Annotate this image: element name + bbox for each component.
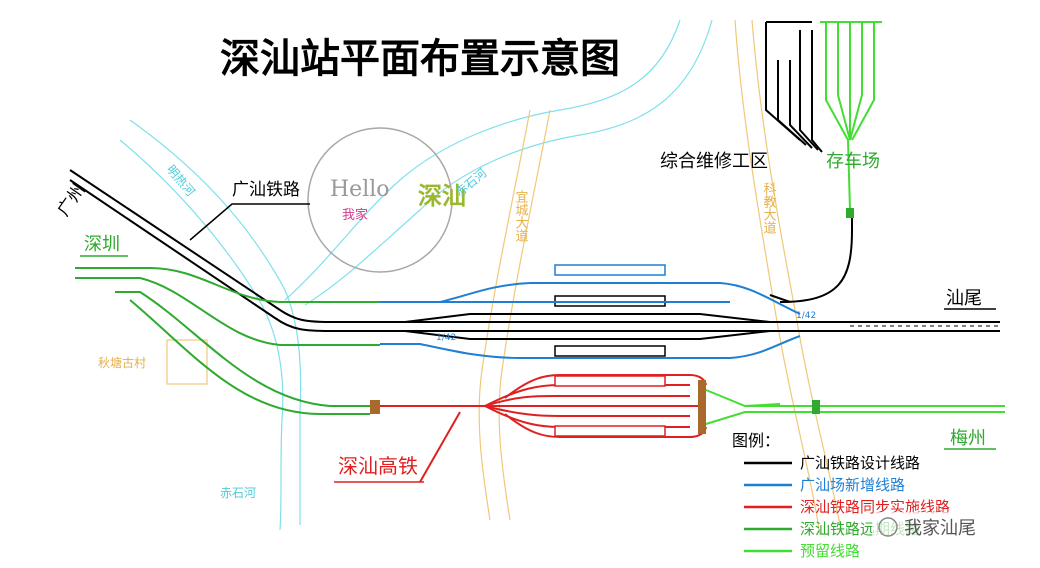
legend-label-1: 广汕铁路设计线路: [800, 454, 920, 472]
legend-label-2: 广汕场新增线路: [800, 476, 905, 494]
footer-watermark: 我家汕尾: [872, 512, 1024, 542]
green-west-3: [115, 291, 370, 407]
shenshan-longterm-lines: [75, 267, 380, 415]
red-loop-2: [484, 394, 690, 407]
road-kejiao-edge-2: [751, 19, 843, 536]
footer-watermark-text: 我家汕尾: [904, 518, 976, 539]
maintenance-track-5: [811, 30, 823, 153]
watermark-wojia: 我家: [342, 207, 368, 223]
diagram-title: 深汕站平面布置示意图: [220, 36, 620, 82]
watermark-hello: Hello: [330, 177, 390, 202]
guangshan-track-upper: [69, 169, 1000, 323]
legend-label-3: 深汕铁路同步实施线路: [800, 498, 950, 516]
blue-track-lower: [380, 335, 801, 359]
platform-blue: [554, 264, 666, 276]
reserved-east-1: [705, 389, 1005, 407]
label-road-yicheng-text: 宜城大道: [513, 190, 529, 242]
label-shenshan-hsr: 深汕高铁: [338, 454, 418, 478]
red-loop-3: [484, 405, 690, 417]
buffer-red-east: [698, 380, 706, 434]
guangshan-railway-lines: [69, 21, 1000, 340]
label-turnout-left: 1/42: [436, 333, 456, 343]
rivers: [119, 19, 713, 531]
wechat-icon: [878, 517, 898, 537]
place-shanwei: 汕尾: [946, 288, 982, 309]
label-road-yicheng: 宜城大道: [513, 190, 529, 242]
buffer-red-west: [370, 400, 380, 414]
yard-connection-branch: [769, 294, 791, 303]
label-river-mingre: 明热河: [164, 162, 198, 199]
road-kejiao-edge-1: [734, 19, 821, 536]
legend-label-5: 预留线路: [800, 542, 860, 560]
guangshan-track-lower: [69, 179, 1000, 332]
footer-watermark-bg: [872, 512, 1024, 542]
place-meizhou: 梅州: [950, 428, 986, 449]
station-loop-bottom: [404, 330, 771, 340]
place-shenshan-text: 深汕: [418, 182, 466, 210]
guangshan-yard-new-lines: [380, 282, 801, 359]
river-mingre-bank-1: [119, 139, 284, 531]
maintenance-track-1: [765, 22, 801, 141]
reserved-yard-5: [851, 22, 875, 141]
reserved-block: [846, 208, 854, 218]
maintenance-track-3: [789, 60, 813, 149]
river-mingre-bank-2: [129, 119, 302, 525]
yard-connection: [779, 215, 853, 303]
place-village: 秋塘古村: [98, 355, 146, 370]
river-chishi-bank-2: [304, 19, 713, 306]
maintenance-track-2: [777, 60, 807, 146]
green-west-4: [129, 299, 370, 415]
label-maintenance-area: 综合维修工区: [660, 151, 768, 172]
label-road-kejiao-text: 科教大道: [761, 182, 777, 234]
reserved-yard-4: [849, 22, 863, 141]
place-shenshan: 深汕: [418, 182, 466, 210]
reserved-yard-2: [837, 22, 851, 141]
platform-red-1: [554, 375, 666, 387]
place-shenzhen: 深圳: [84, 234, 120, 255]
place-guangzhou: 广州: [54, 181, 90, 220]
village-box: [166, 339, 208, 385]
label-guangshan-railway: 广汕铁路: [232, 180, 300, 200]
label-road-kejiao: 科教大道: [761, 182, 777, 234]
green-west-1: [75, 267, 380, 303]
roads: [478, 19, 843, 536]
watermark-circle: [307, 127, 453, 273]
river-chishi-bank-1: [284, 19, 681, 301]
reserved-east-3: [744, 403, 781, 407]
road-yicheng-edge-1: [478, 109, 531, 521]
label-river-chishi-south: 赤石河: [220, 486, 256, 500]
reserved-block-east: [812, 400, 820, 414]
label-turnout-right: 1/42: [796, 311, 816, 321]
reserved-yard-1: [825, 22, 851, 211]
maintenance-track-4: [799, 30, 819, 151]
legend: 图例： 广汕铁路设计线路 广汕场新增线路 深汕铁路同步实施线路 深汕铁路远期线路…: [732, 431, 950, 560]
station-loop-top: [404, 313, 771, 323]
label-storage-yard: 存车场: [826, 151, 880, 172]
platform-red-2: [554, 425, 666, 437]
red-pointer: [419, 411, 461, 483]
blue-track-upper: [380, 282, 801, 315]
reserved-lines: [705, 21, 1005, 425]
reserved-east-2: [705, 411, 1005, 425]
pointer-guangshan-railway: [189, 203, 310, 241]
green-west-2: [75, 277, 380, 346]
platform-black-2: [554, 345, 666, 357]
road-yicheng-edge-2: [498, 109, 551, 521]
legend-title: 图例：: [732, 431, 780, 450]
